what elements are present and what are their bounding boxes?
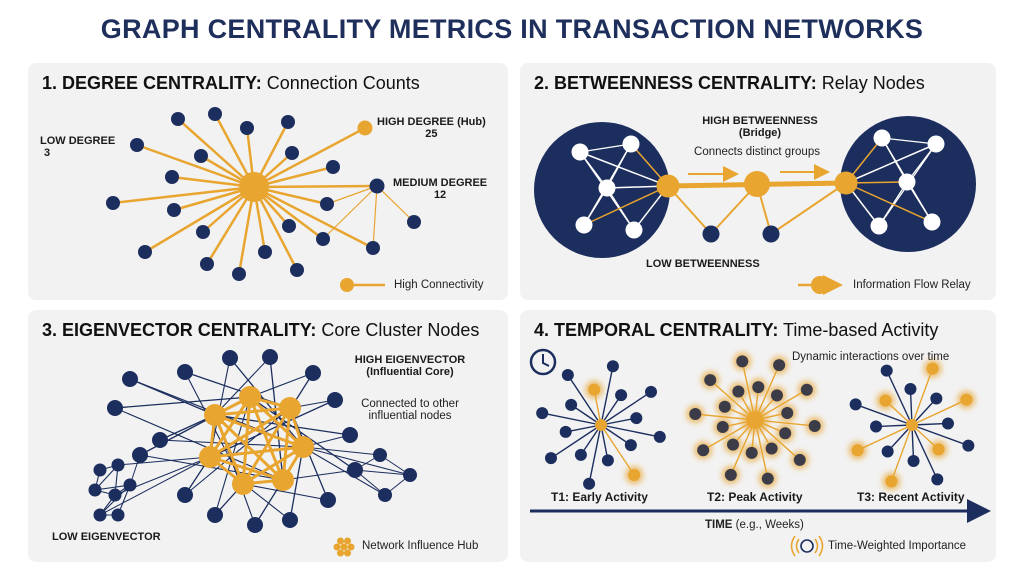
low-betweenness-label: LOW BETWEENNESS (646, 258, 760, 270)
bridge-description: Connects distinct groups (694, 146, 820, 158)
panel-heading: 2. BETWEENNESS CENTRALITY: Relay Nodes (534, 73, 925, 93)
t1-label: T1: Early Activity (551, 490, 648, 504)
temporal-description: Dynamic interactions over time (792, 351, 950, 363)
page-title: GRAPH CENTRALITY METRICS IN TRANSACTION … (100, 14, 924, 44)
high-eigenvector-label: HIGH EIGENVECTOR(Influential Core) (354, 354, 466, 378)
panel-heading: 4. TEMPORAL CENTRALITY: Time-based Activ… (534, 320, 939, 340)
low-eigenvector-label: LOW EIGENVECTOR (52, 531, 161, 543)
legend-influence-hub: Network Influence Hub (362, 540, 479, 552)
panel-heading: 3. EIGENVECTOR CENTRALITY: Core Cluster … (42, 320, 480, 340)
panel-heading: 1. DEGREE CENTRALITY: Connection Counts (42, 73, 420, 93)
panel-eigenvector: 3. EIGENVECTOR CENTRALITY: Core Cluster … (28, 310, 508, 562)
high-betweenness-label: HIGH BETWEENNESS(Bridge) (702, 115, 818, 139)
high-degree-label: HIGH DEGREE (Hub)25 (377, 116, 486, 140)
t3-label: T3: Recent Activity (857, 490, 965, 504)
legend-information-flow: Information Flow Relay (853, 279, 971, 291)
legend-time-weighted: Time-Weighted Importance (828, 540, 967, 552)
t2-label: T2: Peak Activity (707, 490, 803, 504)
legend-high-connectivity: High Connectivity (394, 279, 484, 291)
time-axis-label: TIME (e.g., Weeks) (705, 519, 804, 531)
